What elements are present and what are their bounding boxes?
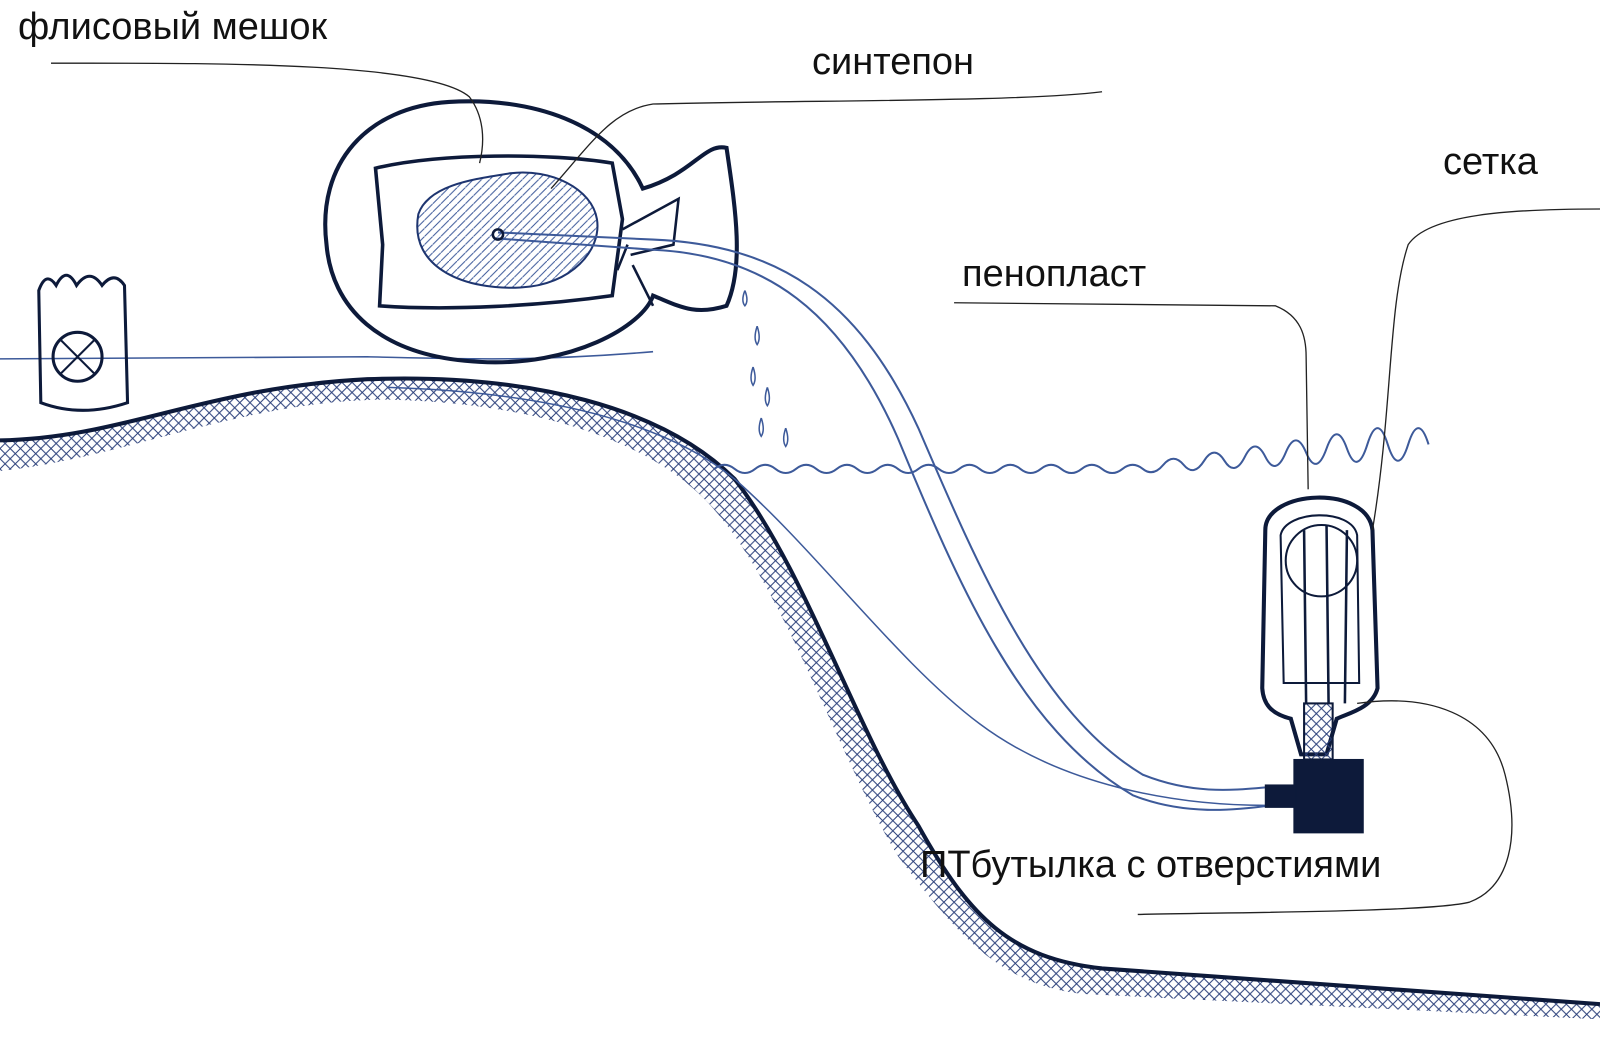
siphon-tube xyxy=(497,231,1271,811)
label-mesh: сетка xyxy=(1443,141,1538,183)
label-pet-bottle: ПТбутылка с отверстиями xyxy=(920,844,1382,886)
label-foam: пенопласт xyxy=(962,253,1147,295)
label-synthepon: синтепон xyxy=(812,41,975,83)
intake-cup xyxy=(37,273,130,412)
cup-line xyxy=(0,350,654,360)
ground-hatch xyxy=(0,378,1600,1020)
pet-bottle xyxy=(1260,495,1380,834)
bottom-line xyxy=(387,386,1266,807)
ground-line xyxy=(0,376,1600,1007)
label-fleece-bag: флисовый мешок xyxy=(18,6,328,48)
fleece-bag-inner xyxy=(373,154,625,310)
bag-knot xyxy=(616,196,681,307)
water-surface xyxy=(713,427,1430,475)
water-drops xyxy=(742,290,789,448)
tube-inlet xyxy=(491,228,505,241)
synthepon-blob xyxy=(416,171,599,289)
fleece-bag-outer xyxy=(323,99,739,365)
leader-lines xyxy=(51,62,1600,916)
